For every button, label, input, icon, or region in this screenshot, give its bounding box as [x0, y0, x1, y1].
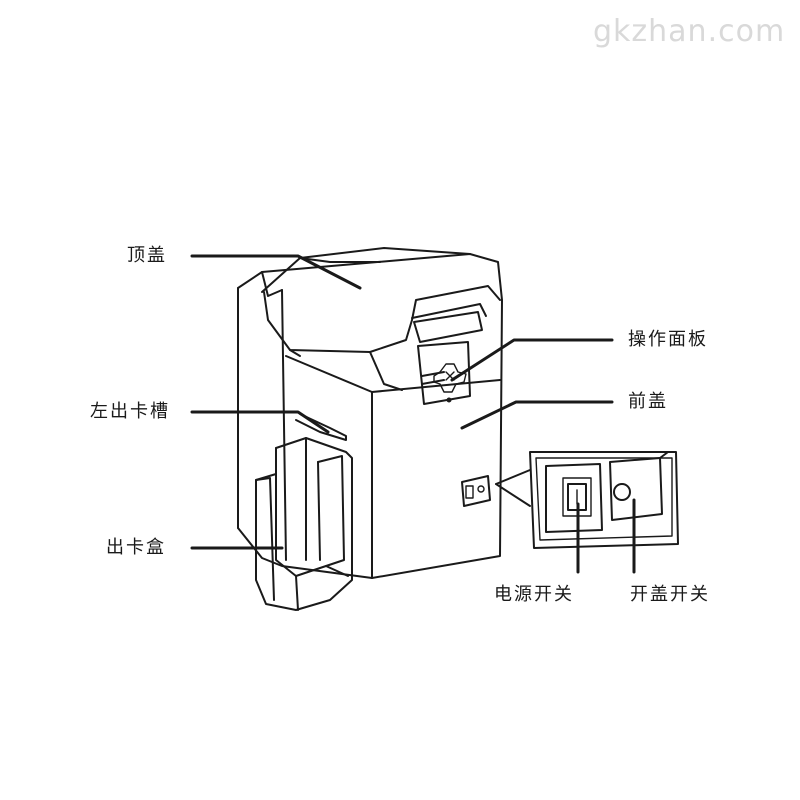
- label-front-cover: 前盖: [628, 391, 668, 412]
- label-power-switch: 电源开关: [494, 584, 574, 605]
- label-operation-panel: 操作面板: [628, 329, 708, 350]
- leader-front-cover: [460, 400, 614, 430]
- front-cover: [285, 355, 501, 579]
- printer-body: [237, 253, 503, 579]
- label-top-cover: 顶盖: [127, 245, 167, 266]
- exit-card-box: [255, 437, 353, 611]
- leader-operation-panel: [450, 338, 614, 382]
- label-cover-open-switch: 开盖开关: [630, 584, 710, 605]
- top-cover: [261, 247, 501, 391]
- leader-top-cover: [190, 254, 362, 290]
- left-exit-slot: [295, 413, 347, 441]
- watermark-text: gkzhan.com: [593, 14, 786, 49]
- operation-panel: [411, 303, 487, 405]
- label-left-exit-slot: 左出卡槽: [90, 401, 170, 422]
- leader-left-exit-slot: [190, 410, 330, 434]
- switch-inset: [495, 451, 679, 549]
- leader-lines: [190, 254, 636, 574]
- switch-area-small: [461, 475, 491, 507]
- label-exit-card-box: 出卡盒: [106, 537, 166, 558]
